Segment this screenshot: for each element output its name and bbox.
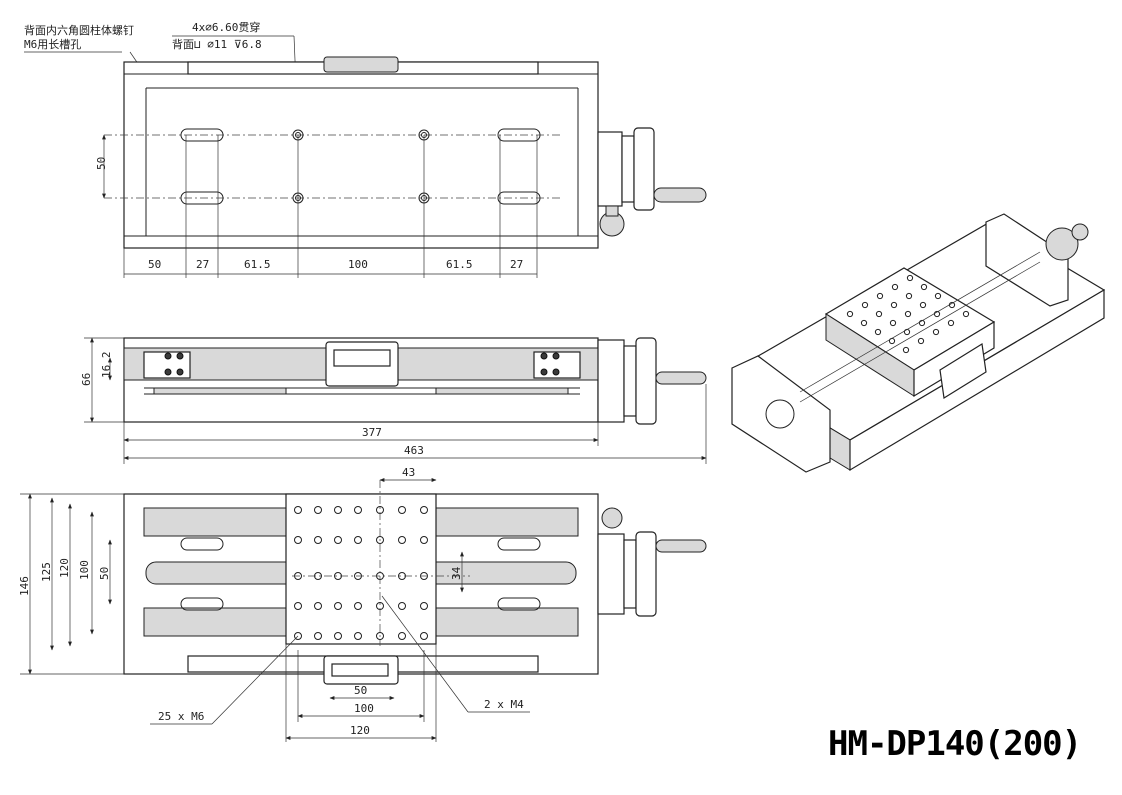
iso-hole — [906, 274, 914, 282]
dim-61-5-right: 61.5 — [446, 258, 473, 271]
m6-hole — [354, 632, 362, 640]
dim-pitch-50: 50 — [95, 157, 108, 170]
dim-146: 146 — [18, 576, 31, 596]
dim-16-2: 16.2 — [100, 352, 113, 379]
m6-hole — [420, 506, 428, 514]
m6-hole — [354, 506, 362, 514]
dim-120: 120 — [58, 558, 71, 578]
m6-hole — [376, 536, 384, 544]
label-25-x-m6: 25 x M6 — [158, 710, 204, 723]
dim-34: 34 — [450, 566, 463, 580]
dim-43: 43 — [402, 466, 415, 479]
iso-hole — [918, 319, 926, 327]
iso-hole — [876, 292, 884, 300]
iso-hole — [874, 328, 882, 336]
m6-hole — [354, 602, 362, 610]
m6-hole — [398, 602, 406, 610]
m6-hole — [420, 602, 428, 610]
m6-hole — [376, 632, 384, 640]
iso-hole — [860, 319, 868, 327]
iso-carriage-holes — [846, 274, 970, 354]
iso-hole — [934, 292, 942, 300]
m6-hole — [334, 602, 342, 610]
iso-hole — [962, 310, 970, 318]
iso-hole — [917, 337, 925, 345]
iso-hole — [920, 283, 928, 291]
m6-hole — [420, 536, 428, 544]
m6-hole — [294, 506, 302, 514]
m6-hole — [398, 632, 406, 640]
note-line-1: 背面内六角圆柱体螺钉 — [24, 23, 134, 37]
dim-377: 377 — [362, 426, 382, 439]
iso-hole — [861, 301, 869, 309]
iso-hole — [902, 346, 910, 354]
dim-50-v: 50 — [98, 567, 111, 580]
iso-hole — [932, 328, 940, 336]
m6-hole — [314, 506, 322, 514]
m6-hole — [294, 536, 302, 544]
m6-hole — [334, 536, 342, 544]
m6-hole — [314, 602, 322, 610]
iso-hole — [875, 310, 883, 318]
dim-50-h: 50 — [354, 684, 367, 697]
label-2-x-m4: 2 x M4 — [484, 698, 524, 711]
iso-hole — [919, 301, 927, 309]
iso-hole — [890, 301, 898, 309]
m6-hole — [334, 506, 342, 514]
m6-hole — [398, 536, 406, 544]
hole-note-line-2: 背面⊔ ∅11 ⊽6.8 — [172, 37, 262, 51]
iso-hole — [889, 319, 897, 327]
isometric-view — [731, 213, 1106, 473]
m6-hole — [314, 536, 322, 544]
iso-hole — [891, 283, 899, 291]
dim-463: 463 — [404, 444, 424, 457]
dim-50: 50 — [148, 258, 161, 271]
m6-hole — [294, 632, 302, 640]
dim-100-h: 100 — [354, 702, 374, 715]
m6-hole — [398, 506, 406, 514]
iso-hole — [947, 319, 955, 327]
dim-100-v: 100 — [78, 560, 91, 580]
dim-125: 125 — [40, 562, 53, 582]
m6-hole — [420, 632, 428, 640]
dim-120-h: 120 — [350, 724, 370, 737]
side-view: 66 16.2 377 463 — [80, 337, 707, 464]
bottom-view: 146 125 120 100 50 34 43 50 100 120 25 x… — [18, 466, 707, 742]
m6-hole — [334, 632, 342, 640]
top-view: 背面内六角圆柱体螺钉 M6用长槽孔 4x∅6.60贯穿 背面⊔ ∅11 ⊽6.8 — [24, 20, 707, 278]
iso-hole — [905, 292, 913, 300]
m6-hole — [314, 632, 322, 640]
dim-100: 100 — [348, 258, 368, 271]
m6-hole — [294, 602, 302, 610]
dim-61-5-left: 61.5 — [244, 258, 271, 271]
dim-27-left: 27 — [196, 258, 209, 271]
dim-27-right: 27 — [510, 258, 523, 271]
m6-hole — [354, 536, 362, 544]
iso-hole — [904, 310, 912, 318]
iso-hole — [846, 310, 854, 318]
note-line-2: M6用长槽孔 — [24, 38, 81, 51]
model-title: HM-DP140(200) — [828, 724, 1082, 764]
dim-66: 66 — [80, 373, 93, 386]
hole-note-line-1: 4x∅6.60贯穿 — [192, 20, 260, 34]
